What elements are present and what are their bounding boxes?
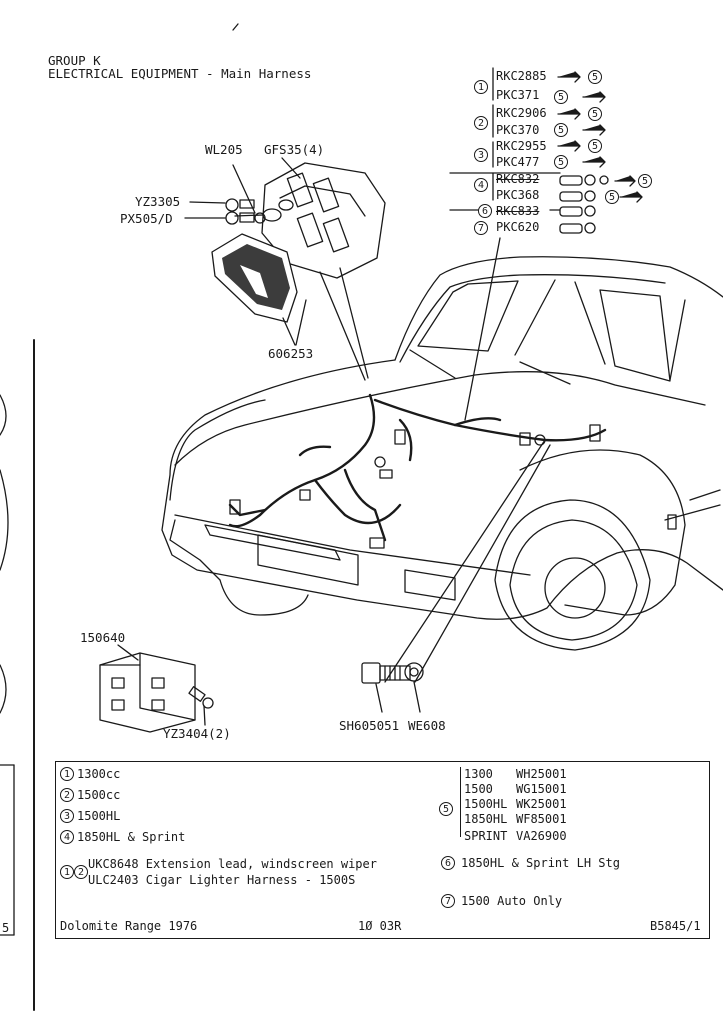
legend-note: 1500 Auto Only <box>461 894 563 908</box>
callout-px505: PX505/D <box>120 211 173 226</box>
harness-plugs <box>229 424 601 549</box>
group-label: GROUP K <box>48 53 101 68</box>
fuse-cover <box>211 233 369 381</box>
kit-ref: 5 <box>554 155 568 169</box>
callout-yz3305: YZ3305 <box>135 194 181 209</box>
vin-model: 1500HL <box>464 797 508 811</box>
kit-part-a: RKC833 <box>496 204 540 218</box>
vin-code: WH25001 <box>516 767 567 781</box>
kit-part-b: PKC370 <box>496 123 540 137</box>
callout-gfs35: GFS35(4) <box>264 142 325 157</box>
kit-ref: 5 <box>588 70 602 84</box>
legend-number: 6 <box>441 856 455 870</box>
vin-model: SPRINT <box>464 829 508 843</box>
kit-number: 6 <box>478 204 492 218</box>
kit-number: 1 <box>474 80 488 94</box>
vin-code: WG15001 <box>516 782 567 796</box>
kit-part-b: PKC477 <box>496 155 540 169</box>
kit-ref: 5 <box>638 174 652 188</box>
legend-note: 1850HL & Sprint LH Stg <box>461 856 620 870</box>
legend-number: 3 <box>60 809 74 823</box>
callout-sh605051: SH605051 <box>339 718 400 733</box>
kit-number: 4 <box>474 178 488 192</box>
vin-code: WF85001 <box>516 812 567 826</box>
vin-bracket <box>460 767 463 837</box>
legend-text: 1500HL <box>77 809 121 823</box>
relay-bracket <box>99 644 214 733</box>
kit-part-b: PKC368 <box>496 188 540 202</box>
kit-brackets <box>449 67 561 211</box>
vin-code: VA26900 <box>516 829 567 843</box>
punch-hole <box>0 664 7 714</box>
legend-text: 1500cc <box>77 788 121 802</box>
margin-mark: 5 <box>2 921 10 935</box>
legend-extra: UKC8648 Extension lead, windscreen wiper <box>88 857 377 871</box>
legend-number: 4 <box>60 830 74 844</box>
kit-ref: 5 <box>554 123 568 137</box>
kit-arrows <box>557 71 643 203</box>
kit-number: 7 <box>474 221 488 235</box>
vin-ref-number: 5 <box>439 802 453 816</box>
callout-wl205: WL205 <box>205 142 243 157</box>
callout-606253: 606253 <box>268 346 314 361</box>
legend-number: 2 <box>60 788 74 802</box>
kit-ref: 5 <box>605 190 619 204</box>
kit-part-a: PKC620 <box>496 220 540 234</box>
legend-text: 1300cc <box>77 767 121 781</box>
kit-part-a: RKC2955 <box>496 139 547 153</box>
kit-part-a: RKC832 <box>496 172 540 186</box>
kit-ref: 5 <box>588 107 602 121</box>
legend-number: 1 <box>60 865 74 879</box>
vin-model: 1850HL <box>464 812 508 826</box>
connector-icons <box>559 174 609 234</box>
vin-model: 1500 <box>464 782 493 796</box>
legend-number: 1 <box>60 767 74 781</box>
footer-ref: B5845/1 <box>650 919 701 933</box>
kit-part-a: RKC2885 <box>496 69 547 83</box>
footer-range: Dolomite Range 1976 <box>60 919 198 933</box>
kit-number: 2 <box>474 116 488 130</box>
legend-number: 2 <box>74 865 88 879</box>
legend-box <box>55 761 710 939</box>
callout-we608: WE608 <box>408 718 446 733</box>
callout-yz3404: YZ3404(2) <box>163 726 231 741</box>
car-body <box>161 256 723 651</box>
screw-parts <box>184 157 301 225</box>
punch-hole <box>0 394 7 436</box>
callout-150640: 150640 <box>80 630 126 645</box>
legend-text: 1850HL & Sprint <box>77 830 186 844</box>
footer-page: 1Ø 03R <box>358 919 402 933</box>
kit-number: 3 <box>474 148 488 162</box>
kit-ref: 5 <box>554 90 568 104</box>
kit-part-a: RKC2906 <box>496 106 547 120</box>
vin-model: 1300 <box>464 767 493 781</box>
vin-code: WK25001 <box>516 797 567 811</box>
wiring-harness <box>228 393 607 542</box>
legend-extra: ULC2403 Cigar Lighter Harness - 1500S <box>88 873 356 887</box>
page-title: ELECTRICAL EQUIPMENT - Main Harness <box>48 66 312 81</box>
kit-part-b: PKC371 <box>496 88 540 102</box>
kit-ref: 5 <box>588 139 602 153</box>
fuse-box-assembly <box>234 162 386 279</box>
leader-lines <box>384 237 551 683</box>
bolt-part <box>361 662 424 713</box>
legend-number: 7 <box>441 894 455 908</box>
punch-hole <box>0 469 9 571</box>
